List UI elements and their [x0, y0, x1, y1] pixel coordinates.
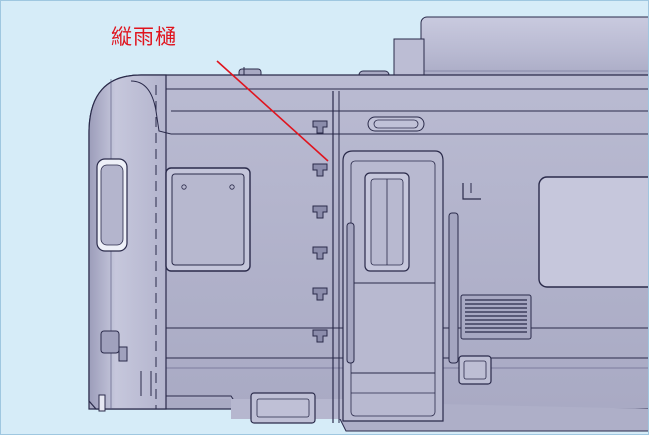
gutter-bracket-icon [312, 205, 328, 219]
side-mark [462, 183, 481, 200]
gutter-bracket-icon [312, 329, 328, 343]
side-hatch [458, 355, 492, 385]
gutter-bracket-icon [312, 287, 328, 301]
side-window-right [538, 176, 648, 288]
entry-door [342, 150, 444, 422]
gutter-bracket-icon [312, 120, 328, 134]
vertical-rain-gutter [332, 91, 340, 423]
side-window-left [165, 167, 251, 272]
door-top-vent [367, 116, 425, 132]
grab-handle-left [346, 222, 355, 364]
callout-leader [216, 60, 329, 162]
grab-handle-right [448, 212, 459, 364]
car-end-cap [88, 74, 172, 412]
gutter-brackets [312, 120, 328, 343]
door-window-icon [364, 172, 410, 272]
gutter-bracket-icon [312, 163, 328, 177]
gutter-bracket-icon [312, 246, 328, 260]
callout-label: 縦雨樋 [111, 25, 177, 49]
lower-step-box [250, 392, 316, 424]
vent-grille-icon [460, 294, 532, 340]
